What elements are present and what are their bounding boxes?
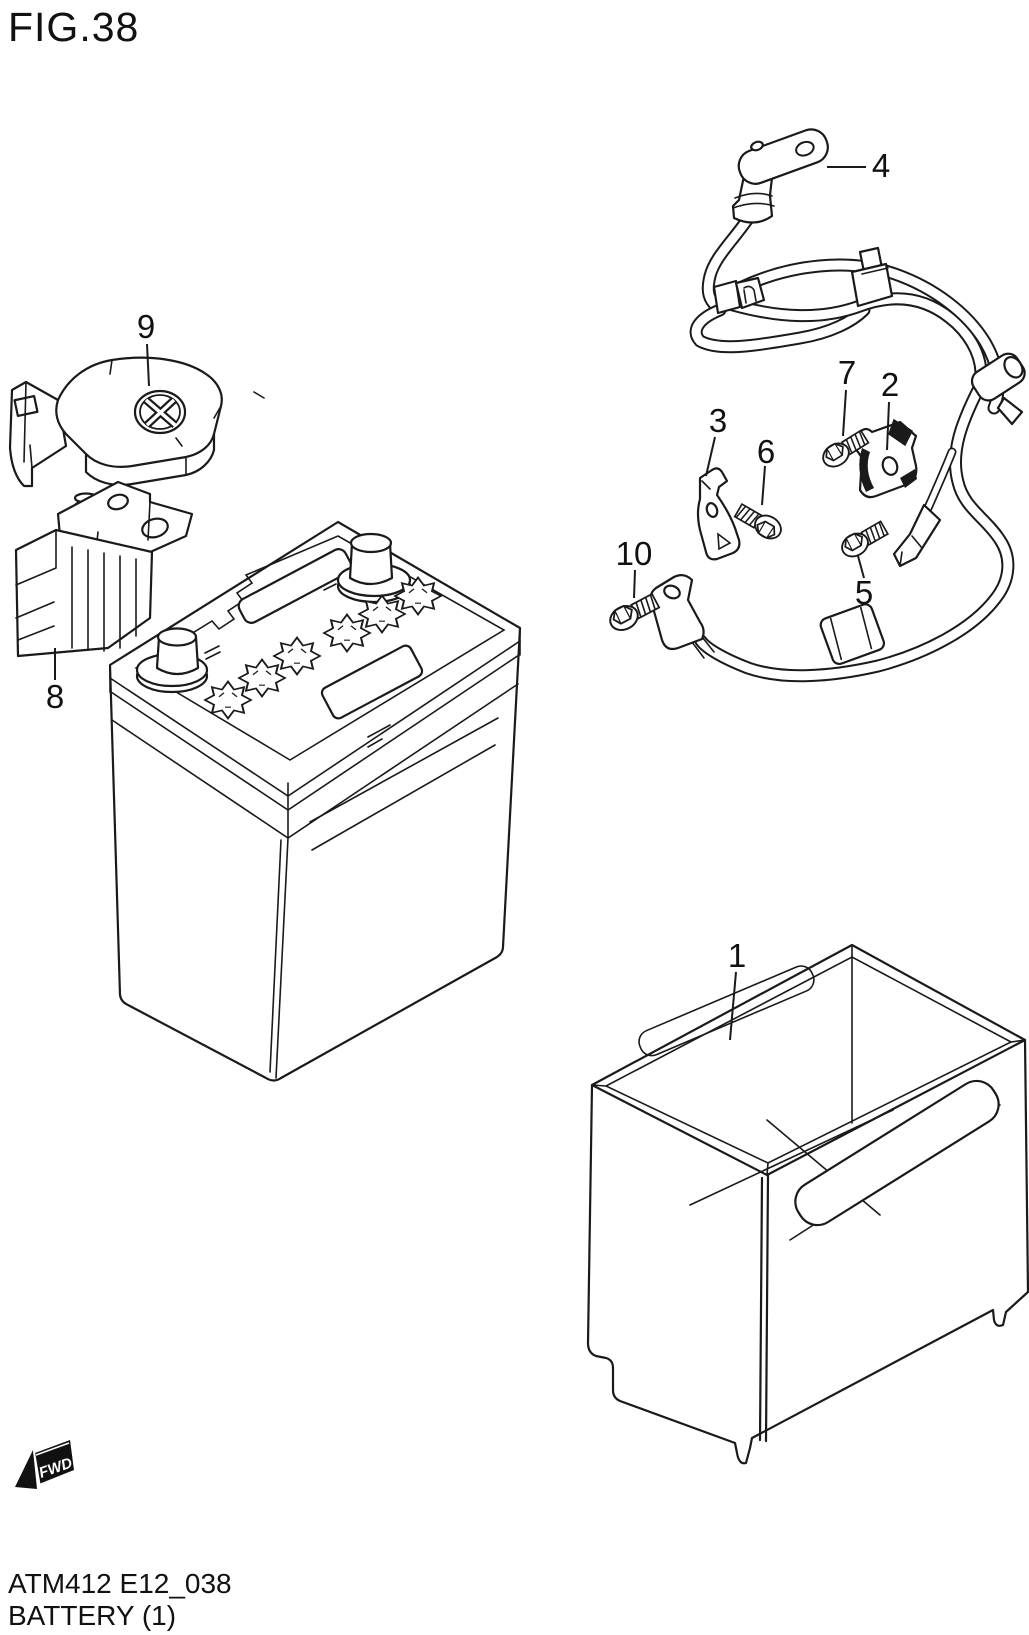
figure-name: BATTERY (1) [8,1600,177,1631]
bracket-2-illustration [853,418,918,499]
bolt-6-illustration [732,499,787,544]
callout-3: 3 [708,402,728,439]
bracket-3-illustration [696,467,741,561]
fwd-marker: FWD [15,1440,75,1489]
callout-1: 1 [727,937,747,974]
leader-lines [54,166,890,1041]
battery-illustration [108,520,522,1082]
callout-4: 4 [871,147,891,184]
callout-2: 2 [880,366,900,403]
battery-cable-illustration [649,128,1026,683]
callout-8: 8 [45,678,65,715]
callout-10: 10 [615,535,653,572]
figure-title: FIG.38 [8,4,140,50]
callout-6: 6 [756,433,776,470]
terminal-cover-illustration [8,356,265,488]
bolt-5-illustration [836,517,891,562]
fuse-block-illustration [14,480,194,658]
figure-code: ATM412 E12_038 [8,1568,232,1599]
fwd-arrowhead-icon [15,1450,37,1489]
callout-9: 9 [136,308,156,345]
battery-tray-illustration [586,943,1029,1465]
callout-7: 7 [837,354,857,391]
callout-5: 5 [854,574,874,611]
